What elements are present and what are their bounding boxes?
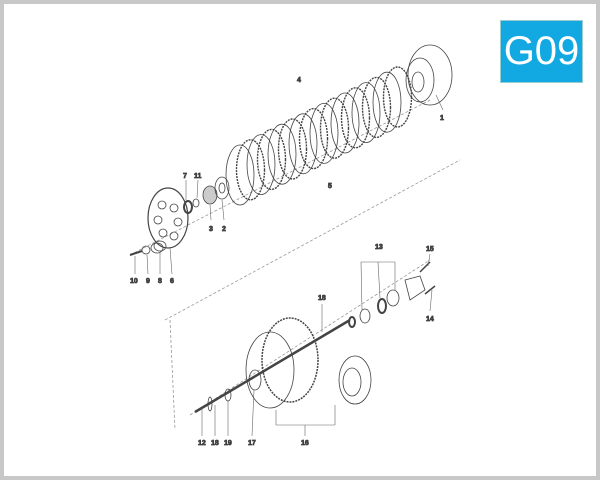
clutch-plate <box>361 76 392 139</box>
spacer-part-17 <box>248 369 262 391</box>
drum-gear-part-16 <box>245 317 372 409</box>
clutch-plate <box>277 118 308 180</box>
clutch-plate <box>382 66 413 128</box>
callout-18-lower: 18 <box>211 440 219 447</box>
callout-2: 2 <box>222 226 226 233</box>
cover-part-14 <box>404 275 426 301</box>
callout-3: 3 <box>209 226 213 233</box>
clutch-plate <box>309 102 339 164</box>
leader-lines <box>134 94 444 437</box>
callout-4: 4 <box>297 77 301 84</box>
clutch-plate <box>298 107 329 170</box>
callout-8: 8 <box>158 278 162 285</box>
pressure-plate-part-6 <box>147 187 189 249</box>
callout-16: 16 <box>301 440 309 447</box>
callout-15: 15 <box>426 246 434 253</box>
clutch-plate <box>340 87 371 149</box>
callout-7: 7 <box>183 173 187 180</box>
callout-19: 19 <box>224 440 232 447</box>
clutch-plate <box>372 71 402 133</box>
assembly-axis <box>129 99 461 431</box>
clutch-plate <box>288 113 318 175</box>
callout-labels: 1 2 3 4 5 6 7 8 9 10 11 12 13 14 15 16 1… <box>130 77 445 448</box>
callout-11: 11 <box>194 173 202 180</box>
clutch-plate <box>235 139 266 201</box>
callout-17: 17 <box>248 440 256 447</box>
spring-part-8 <box>150 240 167 254</box>
callout-13: 13 <box>375 244 383 251</box>
callout-18-upper: 18 <box>318 295 326 302</box>
clutch-plates-part-4-5 <box>225 66 413 206</box>
bolt-part-10 <box>129 250 143 256</box>
callout-1: 1 <box>440 115 444 122</box>
seal-kit-part-13 <box>348 289 400 328</box>
clutch-plate <box>256 128 287 191</box>
section-badge: G09 <box>500 20 583 83</box>
callout-12: 12 <box>198 440 206 447</box>
bushing-part-11 <box>192 198 200 208</box>
callout-9: 9 <box>146 278 150 285</box>
cup-part-9 <box>141 245 151 255</box>
clutch-plate <box>225 144 255 206</box>
clutch-housing-part-1 <box>405 44 453 106</box>
callout-10: 10 <box>130 278 138 285</box>
clutch-plate <box>319 97 350 159</box>
bearing-part-7 <box>183 200 193 214</box>
washer-part-2 <box>214 176 230 200</box>
callout-14: 14 <box>426 316 434 323</box>
clutch-plate <box>330 92 360 154</box>
clutch-plate <box>267 123 297 185</box>
clutch-plate <box>351 82 381 143</box>
washer-part-12 <box>207 396 213 412</box>
callout-6: 6 <box>170 278 174 285</box>
clutch-plate <box>246 134 276 196</box>
callout-5: 5 <box>328 183 332 190</box>
shaft-part-18 <box>194 318 351 414</box>
screw-part-15 <box>419 261 436 295</box>
